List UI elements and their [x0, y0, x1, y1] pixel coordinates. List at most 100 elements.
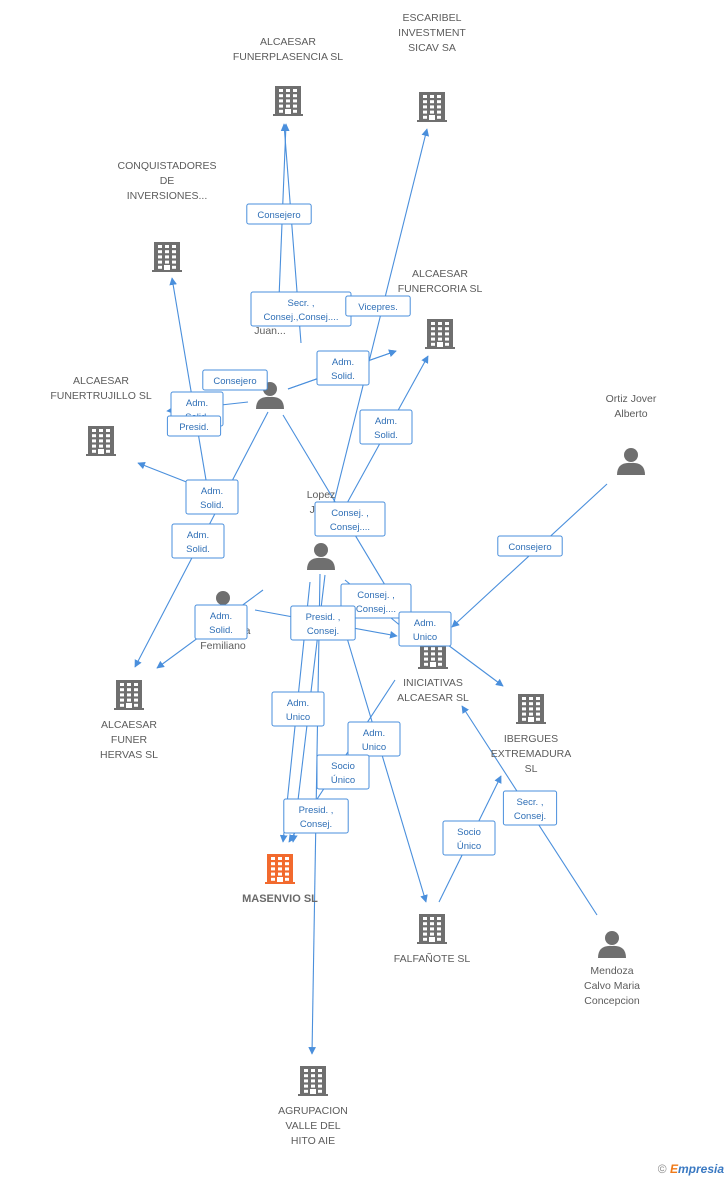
relation-label-text: Adm.: [363, 728, 385, 739]
relation-label[interactable]: Presid.: [166, 415, 222, 437]
relation-label-text: Consejero: [257, 210, 300, 221]
relation-label-text: Solid.: [209, 625, 233, 636]
relation-label[interactable]: Adm. Unico: [347, 721, 401, 757]
relation-label[interactable]: Adm.Solid.: [185, 479, 239, 515]
node-label: AGRUPACION: [278, 1105, 348, 1117]
node-label: IBERGUES: [504, 733, 558, 745]
node-label: FUNERCORIA SL: [398, 283, 483, 295]
relation-label-text: Presid.: [179, 422, 209, 433]
person-icon: [598, 931, 626, 958]
relation-label[interactable]: Adm.Unico: [271, 691, 325, 727]
relation-label-text: Adm.: [187, 530, 209, 541]
node-label: Lopez: [307, 489, 336, 501]
relation-label[interactable]: Secr. ,Consej.: [502, 790, 558, 826]
relation-label-box: [502, 790, 558, 826]
relation-label-text: Adm.: [414, 618, 436, 629]
relation-label-text: Consej....: [330, 522, 370, 533]
brand-initial: E: [669, 1162, 678, 1176]
relation-label[interactable]: Adm. Solid.: [359, 409, 413, 445]
relation-label-text: Vicepres.: [358, 302, 397, 313]
relation-label[interactable]: Consej. , Consej....: [314, 501, 386, 537]
relation-label[interactable]: Presid. ,Consej.: [283, 798, 349, 834]
node-label: ALCAESAR SL: [397, 692, 469, 704]
relation-label[interactable]: Consejero: [497, 535, 563, 557]
node-label: INVERSIONES...: [127, 190, 208, 202]
relation-label-text: Adm.: [332, 357, 354, 368]
relation-label-text: Unico: [413, 632, 437, 643]
relation-label[interactable]: Adm.Solid.: [171, 523, 225, 559]
node-masenvio[interactable]: MASENVIO SL: [242, 854, 318, 905]
relation-label[interactable]: Secr. , Consej.,Consej....: [250, 291, 352, 327]
building-icon: [152, 242, 182, 272]
relation-label-box: [340, 583, 412, 619]
node-label: Mendoza: [590, 965, 633, 977]
relation-label-text: Adm.: [287, 698, 309, 709]
relation-label-text: Socio: [457, 827, 481, 838]
relation-label-text: Consejero: [508, 542, 551, 553]
edge-lopez-to-escaribel: [331, 128, 430, 511]
node-label: Concepcion: [584, 995, 640, 1007]
relation-label[interactable]: Adm.Solid.: [194, 604, 248, 640]
node-conquistadores[interactable]: CONQUISTADORESDEINVERSIONES...: [118, 160, 217, 272]
relation-label-text: Secr. ,: [288, 298, 315, 309]
relation-label-text: Consej. ,: [331, 508, 369, 519]
node-label: ALCAESAR: [260, 36, 316, 48]
relation-label-text: Secr. ,: [517, 797, 544, 808]
relation-label-box: [185, 479, 239, 515]
relation-label-box: [442, 820, 496, 856]
building-icon: [425, 319, 455, 349]
relation-label-box: [398, 611, 452, 647]
relation-label-text: Consej.,Consej....: [264, 312, 339, 323]
relation-label[interactable]: Adm. Solid.: [316, 350, 370, 386]
empresia-credit[interactable]: © Empresia: [658, 1162, 724, 1176]
relation-label-box: [271, 691, 325, 727]
building-icon: [298, 1066, 328, 1096]
node-label: HITO AIE: [291, 1135, 335, 1147]
relation-label-text: Solid.: [200, 500, 224, 511]
relation-label[interactable]: Consejero: [246, 203, 312, 225]
node-label: Alberto: [614, 408, 647, 420]
node-label: ESCARIBEL: [403, 12, 462, 24]
node-falfanote[interactable]: FALFAÑOTE SL: [394, 914, 471, 965]
relation-label[interactable]: Vicepres.: [345, 295, 411, 317]
relation-label-text: Único: [457, 841, 481, 852]
relation-label-text: Adm.: [375, 416, 397, 427]
relation-label-text: Consej.: [307, 626, 339, 637]
node-label: INVESTMENT: [398, 27, 466, 39]
node-escaribel[interactable]: ESCARIBEL INVESTMENT SICAV SA: [398, 12, 466, 122]
relation-label[interactable]: Consej. ,Consej....: [340, 583, 412, 619]
copyright-symbol: ©: [657, 1162, 667, 1176]
node-label: SICAV SA: [408, 42, 456, 54]
node-funercoria[interactable]: ALCAESAR FUNERCORIA SL: [398, 268, 483, 349]
person-icon: [617, 448, 645, 475]
relation-label[interactable]: Presid. ,Consej.: [290, 605, 356, 641]
relation-label[interactable]: Consejero: [202, 369, 268, 391]
building-icon: [417, 914, 447, 944]
node-label: Juan...: [254, 325, 286, 337]
relation-label[interactable]: Adm. Unico: [398, 611, 452, 647]
node-label: Ortiz Jover: [606, 393, 657, 405]
relation-label-text: Solid.: [331, 371, 355, 382]
node-label: FALFAÑOTE SL: [394, 952, 471, 965]
building-icon: [516, 694, 546, 724]
relation-label-box: [497, 535, 563, 557]
relation-label-text: Unico: [362, 742, 386, 753]
relation-label-text: Solid.: [374, 430, 398, 441]
building-icon: [417, 92, 447, 122]
node-label: ALCAESAR: [412, 268, 468, 280]
relation-label-text: Único: [331, 775, 355, 786]
node-label: HERVAS SL: [100, 749, 158, 761]
relation-label-box: [290, 605, 356, 641]
node-label: Calvo Maria: [584, 980, 640, 992]
